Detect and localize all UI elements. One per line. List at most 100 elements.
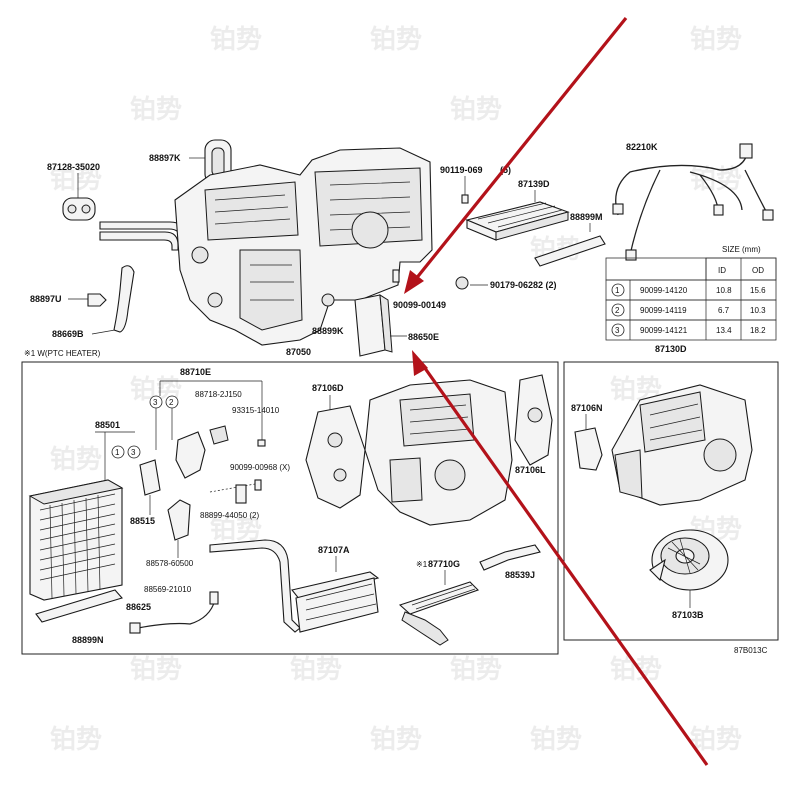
- size-row-od: 10.3: [750, 306, 766, 315]
- size-table-header-id: ID: [718, 266, 726, 275]
- label-87139d: 87139D: [518, 179, 550, 189]
- watermark: 铂势: [130, 95, 182, 125]
- size-table: SIZE (mm) ID OD 1 90099-14120 10.8 15.6 …: [605, 245, 777, 341]
- hvac-assembly-87050[interactable]: [174, 147, 433, 346]
- label-88539j: 88539J: [505, 570, 535, 580]
- label-87106l: 87106L: [515, 465, 546, 475]
- label-88899m: 88899M: [570, 212, 603, 222]
- label-90179-06282: 90179-06282 (2): [490, 280, 557, 290]
- diagram-code: 87B013C: [734, 646, 768, 655]
- part-87139d[interactable]: 87139D: [465, 179, 570, 241]
- part-88710e[interactable]: 88710E 88718-2J150 93315-14010 3 2: [149, 367, 280, 479]
- label-87710g: 87710G: [428, 559, 460, 569]
- part-90179-06282[interactable]: 90179-06282 (2): [455, 276, 557, 290]
- blower-case: [611, 384, 753, 506]
- label-90099-00968: 90099-00968 (X): [230, 463, 290, 472]
- watermark: 铂势: [370, 25, 422, 55]
- watermark: 铂势: [690, 25, 742, 55]
- watermark: 铂势: [450, 95, 502, 125]
- arrow-upper: [413, 16, 628, 282]
- watermark: 铂势: [50, 725, 102, 755]
- part-88899m[interactable]: 88899M: [534, 212, 606, 267]
- label-90099-00149: 90099-00149: [393, 300, 446, 310]
- label-88718-2j150: 88718-2J150: [195, 390, 242, 399]
- label-88515: 88515: [130, 516, 155, 526]
- callout-1: 1: [115, 448, 120, 457]
- watermark: 铂势: [530, 725, 582, 755]
- part-88897u[interactable]: 88897U: [30, 293, 107, 307]
- part-88650e[interactable]: 88650E: [354, 294, 439, 357]
- part-90119-069[interactable]: 90119-069 (5): [440, 165, 511, 204]
- part-90099-00149[interactable]: 90099-00149: [392, 269, 446, 310]
- label-88897k: 88897K: [149, 153, 181, 163]
- watermark: 铂势: [210, 515, 262, 545]
- part-88625[interactable]: 88569-21010 88625: [126, 585, 219, 634]
- label-88899-44050: 88899-44050 (2): [200, 511, 259, 520]
- note-87710g-marker: ※1: [416, 560, 428, 569]
- callout-3: 3: [131, 448, 136, 457]
- label-88650e: 88650E: [408, 332, 439, 342]
- callout-2: 2: [169, 398, 174, 407]
- label-88669b: 88669B: [52, 329, 84, 339]
- label-88569-21010: 88569-21010: [144, 585, 192, 594]
- part-87106l[interactable]: 87106L: [514, 374, 553, 475]
- watermark: 铂势: [50, 445, 102, 475]
- size-row-id: 6.7: [718, 306, 730, 315]
- callout-3: 3: [153, 398, 158, 407]
- part-88501[interactable]: 88501 1 3: [28, 420, 141, 601]
- sub-assembly-frame-left: [21, 361, 559, 655]
- watermark: 铂势: [690, 725, 742, 755]
- part-87107a[interactable]: 87107A: [209, 539, 380, 633]
- label-88578-60500: 88578-60500: [146, 559, 194, 568]
- label-88899k: 88899K: [312, 326, 344, 336]
- watermark: 铂势: [370, 725, 422, 755]
- sub-assembly-frame-right: [563, 361, 779, 641]
- label-88625: 88625: [126, 602, 151, 612]
- highlight-arrows: [404, 16, 709, 766]
- part-88899n[interactable]: 88899N: [35, 589, 123, 645]
- size-table-title: SIZE (mm): [722, 245, 761, 254]
- arrow-lower-head: [412, 350, 428, 376]
- watermark: 铂势: [130, 655, 182, 685]
- watermark-layer: 铂势 铂势 铂势 铂势 铂势 铂势 铂势 铂势 铂势 铂势 铂势 铂势 铂势 铂…: [50, 25, 742, 755]
- size-row-num: 2: [615, 306, 620, 315]
- part-87128-35020[interactable]: 87128-35020: [47, 162, 100, 221]
- label-88897u: 88897U: [30, 294, 62, 304]
- size-table-header-od: OD: [752, 266, 764, 275]
- label-87107a: 87107A: [318, 545, 350, 555]
- label-87106n: 87106N: [571, 403, 603, 413]
- label-88710e: 88710E: [180, 367, 211, 377]
- part-87103b[interactable]: 87103B: [649, 529, 729, 620]
- label-87106d: 87106D: [312, 383, 344, 393]
- arrow-upper-head: [404, 270, 424, 294]
- part-88515[interactable]: 88515: [130, 459, 161, 526]
- label-93315-14010: 93315-14010: [232, 406, 280, 415]
- size-row-id: 13.4: [716, 326, 732, 335]
- bolt: [254, 479, 262, 491]
- label-87103b: 87103B: [672, 610, 704, 620]
- label-87130d: 87130D: [655, 344, 687, 354]
- part-88899k[interactable]: 88899K: [312, 293, 344, 336]
- part-88669b[interactable]: 88669B: [52, 329, 116, 339]
- size-row-part: 90099-14120: [640, 286, 688, 295]
- part-87106d[interactable]: 87106D: [305, 383, 366, 509]
- watermark: 铂势: [610, 655, 662, 685]
- part-82210k[interactable]: 82210K: [612, 142, 774, 261]
- watermark: 铂势: [290, 655, 342, 685]
- hvac-case-center: [364, 379, 513, 526]
- part-88539j[interactable]: 88539J: [479, 544, 541, 580]
- watermark: 铂势: [450, 655, 502, 685]
- label-88899n: 88899N: [72, 635, 104, 645]
- size-row-num: 3: [615, 326, 620, 335]
- size-row-part: 90099-14121: [640, 326, 688, 335]
- label-82210k: 82210K: [626, 142, 658, 152]
- part-87710g[interactable]: ※1 87710G: [398, 559, 480, 646]
- size-row-part: 90099-14119: [640, 306, 687, 315]
- size-row-od: 15.6: [750, 286, 766, 295]
- part-87106n[interactable]: 87106N: [571, 403, 603, 471]
- watermark: 铂势: [50, 165, 102, 195]
- drain-hose: [113, 265, 135, 333]
- size-row-od: 18.2: [750, 326, 766, 335]
- part-88578-60500[interactable]: 88578-60500: [146, 499, 194, 568]
